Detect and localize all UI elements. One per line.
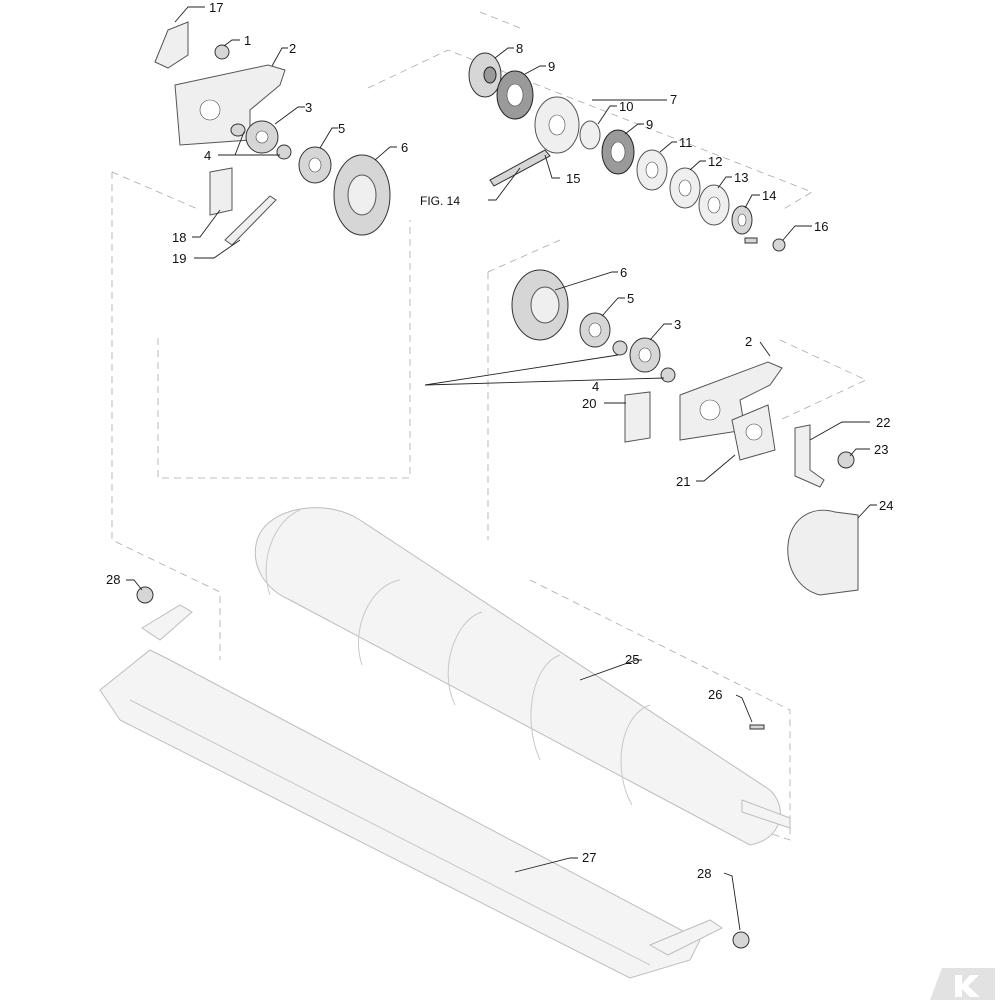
callout-5: 5 [338, 121, 345, 136]
spring-washer-13 [698, 184, 730, 226]
callout-28-lower: 28 [697, 866, 711, 881]
friction-disc-9-upper [496, 70, 534, 120]
callout-18: 18 [172, 230, 186, 245]
pin-26 [749, 724, 765, 730]
callout-20: 20 [582, 396, 596, 411]
plate-21 [731, 404, 776, 461]
plate-18 [209, 167, 233, 216]
callout-9-upper: 9 [548, 59, 555, 74]
bearing-4-lower [612, 340, 676, 383]
callout-24: 24 [879, 498, 893, 513]
plate-2-upper [174, 64, 286, 146]
callout-16: 16 [814, 219, 828, 234]
callout-17: 17 [209, 0, 223, 15]
hub-8 [468, 52, 502, 98]
flange-5-upper [298, 146, 332, 184]
pulley-6-upper [333, 154, 391, 236]
flange-5-lower [579, 312, 611, 348]
callout-fig-14: FIG. 14 [420, 194, 460, 208]
callout-25: 25 [625, 652, 639, 667]
spring-washer-12 [669, 167, 701, 209]
callout-15: 15 [566, 171, 580, 186]
callout-3-lower: 3 [674, 317, 681, 332]
auger-ghost [254, 507, 791, 846]
callout-3: 3 [305, 100, 312, 115]
bracket-22 [794, 424, 825, 488]
callout-4-lower: 4 [592, 379, 599, 394]
callout-1: 1 [244, 33, 251, 48]
callout-2: 2 [289, 41, 296, 56]
nut-14 [731, 205, 753, 235]
washer-16 [772, 238, 786, 252]
sprocket-15 [534, 96, 580, 154]
callout-11: 11 [679, 135, 693, 150]
leader-lines [126, 6, 877, 931]
callout-2-lower: 2 [745, 334, 752, 349]
bolt-14 [744, 237, 758, 244]
plate-2-lower [679, 361, 783, 441]
callout-13: 13 [734, 170, 748, 185]
callout-10: 10 [619, 99, 633, 114]
nut-1 [214, 44, 230, 60]
strap-19 [224, 195, 277, 246]
flange-3-lower [629, 337, 661, 373]
base-frame-ghost [99, 604, 723, 979]
callout-4: 4 [204, 148, 211, 163]
pulley-6-lower [511, 269, 569, 341]
callout-12: 12 [708, 154, 722, 169]
nut-28-lower [732, 931, 750, 949]
flange-3-upper [245, 120, 279, 154]
callout-23: 23 [874, 442, 888, 457]
ring-10 [579, 120, 601, 150]
plate-11 [636, 149, 668, 191]
callout-5-lower: 5 [627, 291, 634, 306]
friction-disc-9-lower [601, 129, 635, 175]
k-logo-icon [930, 968, 995, 1000]
callout-19: 19 [172, 251, 186, 266]
callout-6-lower: 6 [620, 265, 627, 280]
callout-14: 14 [762, 188, 776, 203]
callout-8: 8 [516, 41, 523, 56]
callout-21: 21 [676, 474, 690, 489]
callout-26: 26 [708, 687, 722, 702]
bracket-17 [154, 21, 189, 69]
callout-27: 27 [582, 850, 596, 865]
callout-28-upper: 28 [106, 572, 120, 587]
guard-24 [787, 509, 859, 596]
callout-22: 22 [876, 415, 890, 430]
callout-7: 7 [670, 92, 677, 107]
plate-20 [624, 391, 651, 443]
callout-9-lower: 9 [646, 117, 653, 132]
callout-labels: 17 1 2 3 4 5 6 18 19 8 9 7 10 9 11 12 13… [106, 0, 893, 881]
nut-28-upper [136, 586, 154, 604]
bearing-4-upper [230, 123, 292, 160]
callout-6: 6 [401, 140, 408, 155]
